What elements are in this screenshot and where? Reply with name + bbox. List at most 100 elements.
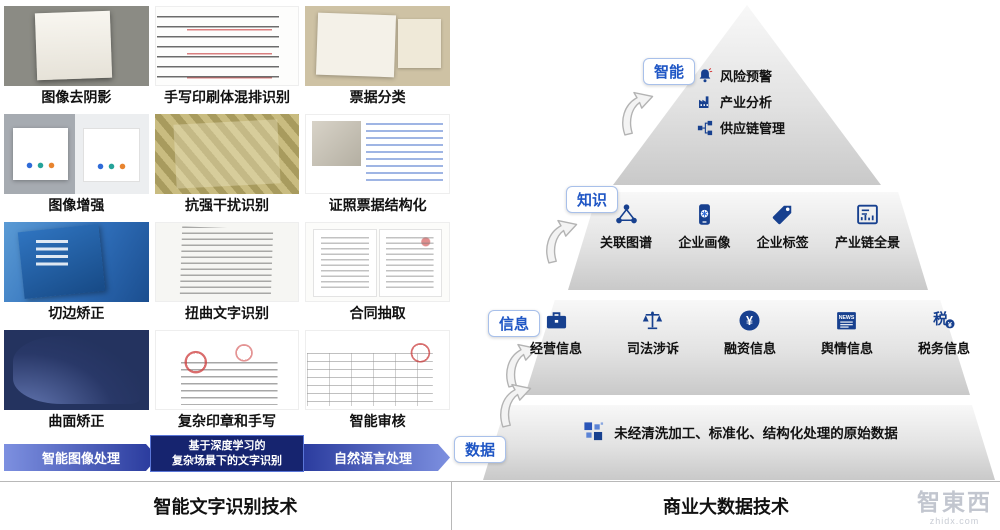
pyramid-item-label: 关联图谱	[600, 235, 653, 250]
thumbnail-label: 手写印刷体混排识别	[163, 89, 290, 105]
grid-cell: 图像增强	[4, 114, 149, 214]
thumbnail-image	[154, 6, 300, 86]
pyramid-item-label: 产业分析	[720, 95, 773, 110]
grid-cell: 抗强干扰识别	[154, 114, 300, 214]
process-step-ocr: 基于深度学习的 复杂场景下的文字识别	[150, 435, 304, 472]
tag-data: 数据	[454, 436, 507, 463]
ocr-capability-grid: 图像去阴影 手写印刷体混排识别 票据分类 图像增强 抗强干扰识别 证照票据结构化…	[4, 6, 450, 430]
thumbnail-label: 抗强干扰识别	[184, 197, 269, 213]
pyramid-item: 司法涉诉	[627, 308, 679, 357]
tag-knowledge: 知识	[566, 186, 619, 213]
pyramid-item: 产业分析	[696, 92, 866, 111]
thumbnail-label: 证照票据结构化	[328, 197, 427, 213]
panorama-report-icon	[855, 202, 880, 227]
raw-data-label: 未经清洗加工、标准化、结构化处理的原始数据	[614, 425, 898, 441]
process-step-ocr-line1: 基于深度学习的	[188, 440, 266, 453]
thumbnail-label: 复杂印章和手写	[177, 413, 276, 429]
caption-row: 智能文字识别技术 商业大数据技术	[0, 481, 1000, 530]
grid-cell: 复杂印章和手写	[154, 330, 300, 430]
curved-arrow-icon	[542, 218, 580, 266]
curved-arrow-icon	[502, 342, 540, 390]
pyramid-item-label: 舆情信息	[820, 341, 873, 356]
thumbnail-image	[305, 114, 450, 194]
pyramid-item: 关联图谱	[600, 202, 652, 251]
pyramid-level-data	[483, 405, 995, 480]
thumbnail-image	[305, 222, 450, 302]
grid-cell: 票据分类	[305, 6, 450, 106]
process-step-nlp: 自然语言处理	[296, 444, 450, 471]
thumbnail-image	[4, 222, 149, 302]
pyramid-item-label: 经营信息	[530, 341, 583, 356]
tag-information: 信息	[488, 310, 541, 337]
process-step-ocr-line2: 复杂场景下的文字识别	[172, 454, 282, 467]
news-icon: NEWS	[834, 308, 859, 333]
pyramid-item: 风险预警	[696, 66, 866, 85]
thumbnail-image	[305, 330, 450, 410]
pyramid-item: 企业画像	[678, 202, 730, 251]
grid-cell: 图像去阴影	[4, 6, 149, 106]
grid-cell: 扭曲文字识别	[154, 222, 300, 322]
grid-cell: 智能审核	[305, 330, 450, 430]
grid-cell: 合同抽取	[305, 222, 450, 322]
pyramid-item: ¥ 融资信息	[724, 308, 776, 357]
thumbnail-label: 曲面矫正	[48, 413, 105, 429]
process-bar: 智能图像处理 基于深度学习的 复杂场景下的文字识别 自然语言处理	[4, 435, 450, 472]
tag-intelligence: 智能	[643, 58, 696, 85]
scales-icon	[640, 308, 665, 333]
watermark-domain: zhidx.com	[929, 516, 980, 526]
pyramid-item: 供应链管理	[696, 118, 866, 137]
supply-chain-icon	[696, 119, 714, 137]
thumbnail-image	[154, 114, 300, 194]
pyramid-item-label: 税务信息	[917, 341, 970, 356]
information-items: 经营信息 司法涉诉 ¥ 融资信息 NEWS 舆情信息	[530, 308, 970, 357]
svg-text:税: 税	[934, 310, 949, 328]
briefcase-icon	[544, 308, 569, 333]
alarm-bell-icon	[696, 67, 714, 85]
tax-icon: 税¥	[931, 308, 956, 333]
pyramid-item-label: 司法涉诉	[626, 341, 679, 356]
grid-cell: 切边矫正	[4, 222, 149, 322]
pyramid-item: 企业标签	[757, 202, 809, 251]
grid-cell: 曲面矫正	[4, 330, 149, 430]
curved-arrow-icon	[496, 382, 534, 430]
pyramid-item-label: 企业画像	[678, 235, 731, 250]
watermark: 智東西 zhidx.com	[917, 491, 992, 526]
svg-text:¥: ¥	[746, 314, 753, 328]
relation-graph-icon	[614, 202, 639, 227]
process-step-image: 智能图像处理	[4, 444, 158, 471]
data-blocks-icon	[582, 420, 605, 443]
pyramid-item: 税¥ 税务信息	[918, 308, 970, 357]
svg-text:NEWS: NEWS	[839, 315, 855, 321]
thumbnail-label: 图像去阴影	[41, 89, 112, 105]
thumbnail-image	[4, 114, 149, 194]
pyramid-item: NEWS 舆情信息	[821, 308, 873, 357]
caption-bigdata: 商业大数据技术	[663, 497, 789, 517]
pyramid-item-label: 融资信息	[723, 341, 776, 356]
thumbnail-image	[4, 330, 149, 410]
mobile-profile-icon	[692, 202, 717, 227]
caption-ocr: 智能文字识别技术	[0, 482, 452, 530]
thumbnail-image	[305, 6, 450, 86]
grid-cell: 手写印刷体混排识别	[154, 6, 300, 106]
thumbnail-image	[154, 222, 300, 302]
raw-data-row: 未经清洗加工、标准化、结构化处理的原始数据	[508, 420, 972, 443]
yen-coin-icon: ¥	[737, 308, 762, 333]
thumbnail-image	[154, 330, 300, 410]
thumbnail-label: 智能审核	[349, 413, 406, 429]
pyramid-item-label: 风险预警	[720, 69, 773, 84]
knowledge-items: 关联图谱 企业画像 企业标签 产业链全景	[600, 202, 900, 251]
pyramid-item: 产业链全景	[835, 202, 900, 251]
thumbnail-image	[4, 6, 149, 86]
thumbnail-label: 切边矫正	[48, 305, 105, 321]
curved-arrow-icon	[618, 90, 656, 138]
thumbnail-label: 扭曲文字识别	[184, 305, 269, 321]
tag-label-icon	[770, 202, 795, 227]
intelligence-items: 风险预警 产业分析 供应链管理	[696, 66, 866, 144]
thumbnail-label: 合同抽取	[349, 305, 406, 321]
watermark-logo: 智東西	[917, 489, 992, 515]
pyramid-item-label: 产业链全景	[834, 235, 900, 250]
pyramid-item-label: 企业标签	[756, 235, 809, 250]
svg-text:¥: ¥	[948, 320, 953, 329]
thumbnail-label: 票据分类	[349, 89, 406, 105]
